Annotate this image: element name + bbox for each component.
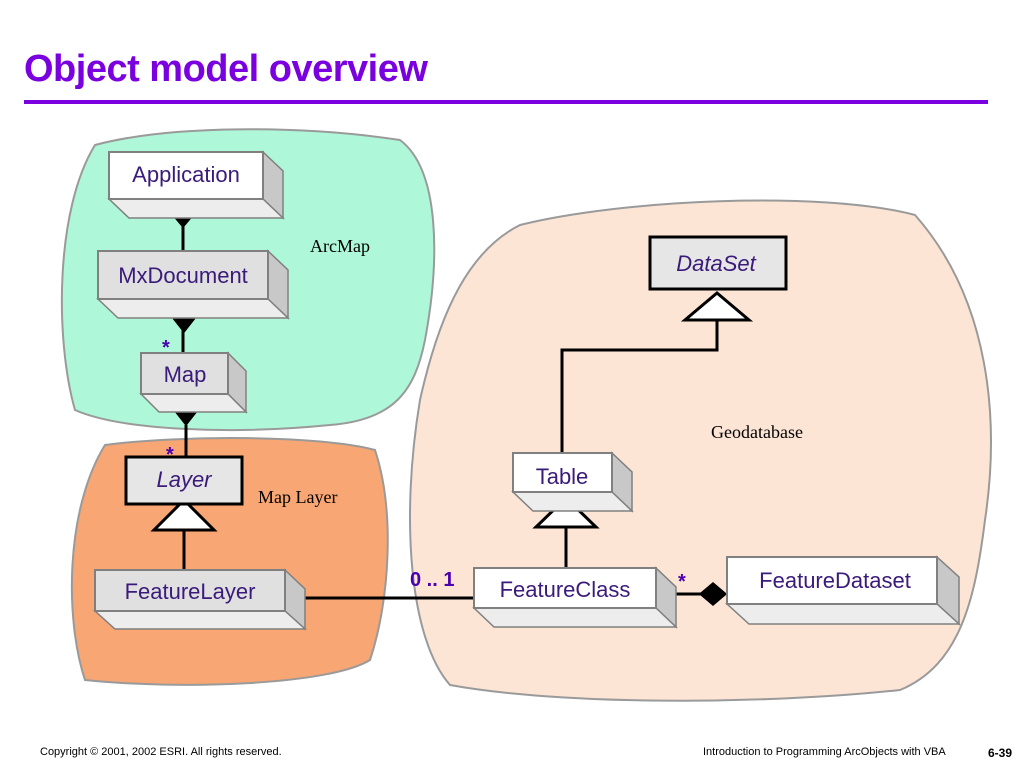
multiplicity-featurelayer-featureclass: 0 .. 1 bbox=[410, 569, 454, 591]
dataset-label: DataSet bbox=[676, 251, 756, 276]
featuredataset-label: FeatureDataset bbox=[759, 568, 911, 593]
class-featureclass: FeatureClass bbox=[472, 566, 678, 629]
map-layer-label: Map Layer bbox=[258, 487, 337, 507]
page-number: 6-39 bbox=[988, 746, 1013, 760]
map-label: Map bbox=[164, 362, 207, 387]
multiplicity-map-layer: * bbox=[166, 444, 174, 466]
title-rule bbox=[24, 100, 988, 104]
class-dataset: DataSet bbox=[648, 235, 788, 291]
featureclass-label: FeatureClass bbox=[500, 577, 631, 602]
inheritance-triangle-layer bbox=[150, 497, 218, 532]
class-mxdocument: MxDocument bbox=[96, 249, 290, 320]
table-label: Table bbox=[536, 464, 589, 489]
page-title: Object model overview bbox=[24, 48, 428, 90]
mxdocument-label: MxDocument bbox=[118, 263, 248, 288]
geodatabase-label: Geodatabase bbox=[711, 422, 803, 442]
class-layer: Layer bbox=[124, 455, 244, 506]
featurelayer-label: FeatureLayer bbox=[125, 579, 256, 604]
footer-copyright: Copyright © 2001, 2002 ESRI. All rights … bbox=[40, 746, 282, 758]
inheritance-triangle-table bbox=[532, 495, 600, 529]
class-featuredataset: FeatureDataset bbox=[725, 555, 961, 626]
footer-course-title: Introduction to Programming ArcObjects w… bbox=[703, 746, 946, 758]
inheritance-triangle-dataset bbox=[680, 291, 754, 322]
class-featurelayer: FeatureLayer bbox=[93, 568, 307, 631]
class-table: Table bbox=[511, 451, 634, 513]
application-label: Application bbox=[132, 162, 240, 187]
multiplicity-featureclass-featuredataset: * bbox=[678, 571, 686, 593]
class-application: Application bbox=[107, 150, 285, 220]
arcmap-label: ArcMap bbox=[310, 236, 370, 256]
class-map: Map bbox=[139, 351, 248, 414]
association-lines bbox=[181, 225, 719, 600]
multiplicity-mxdocument-map: * bbox=[162, 337, 170, 359]
layer-label: Layer bbox=[156, 467, 213, 492]
